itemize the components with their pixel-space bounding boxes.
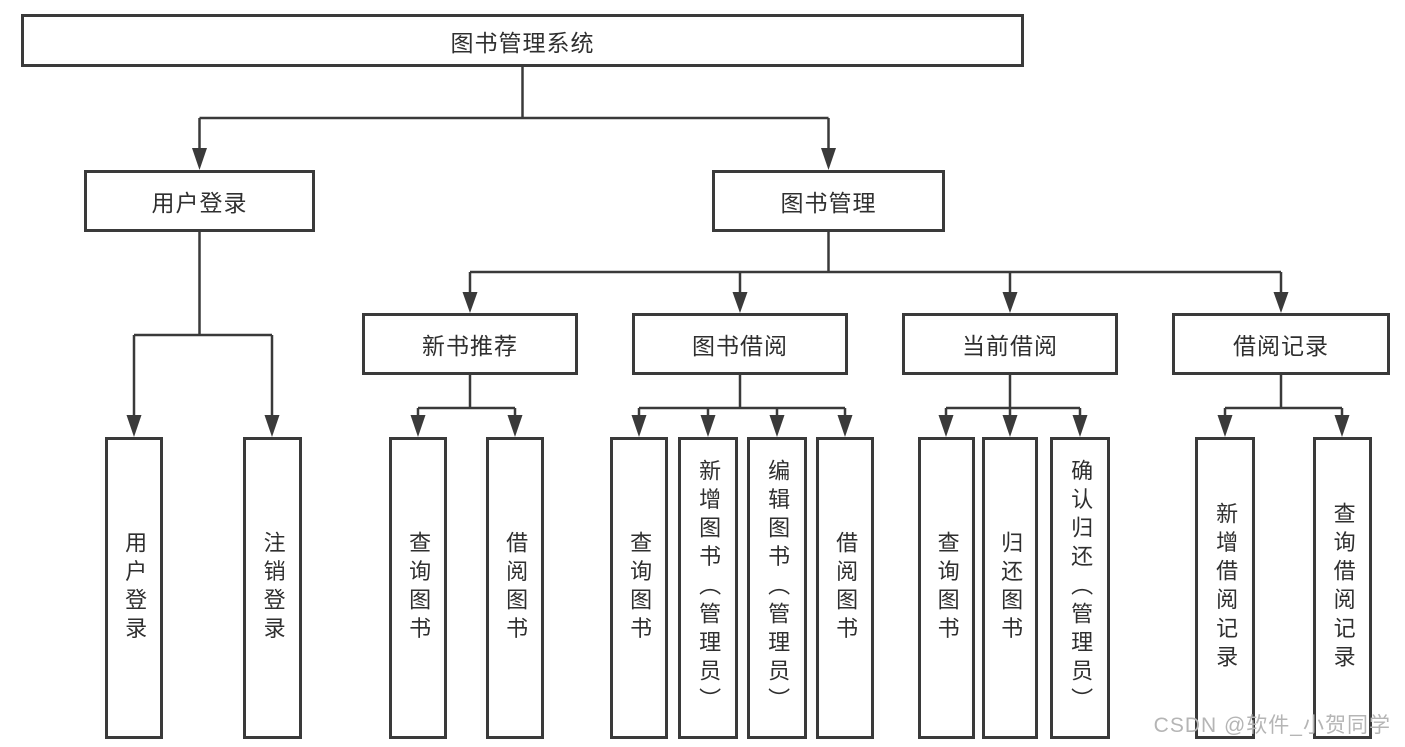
leaf-query-books-2: 查询图书 [610, 437, 668, 739]
node-library-management-system: 图书管理系统 [21, 14, 1024, 67]
node-borrow-records: 借阅记录 [1172, 313, 1390, 375]
node-book-borrow: 图书借阅 [632, 313, 848, 375]
node-label: 当前借阅 [962, 333, 1058, 359]
node-label: 图书管理 [780, 190, 877, 216]
leaf-query-books-1: 查询图书 [389, 437, 447, 739]
node-label: 编辑图书（管理员） [765, 459, 791, 717]
leaf-query-borrow-record: 查询借阅记录 [1313, 437, 1372, 739]
leaf-query-books-3: 查询图书 [918, 437, 975, 739]
leaf-edit-book-admin: 编辑图书（管理员） [747, 437, 807, 739]
leaf-add-book-admin: 新增图书（管理员） [678, 437, 738, 739]
node-book-management: 图书管理 [712, 170, 945, 232]
node-label: 查询借阅记录 [1330, 502, 1356, 674]
node-label: 确认归还（管理员） [1068, 459, 1094, 717]
node-label: 借阅记录 [1233, 333, 1329, 359]
node-label: 新增图书（管理员） [696, 459, 722, 717]
node-new-book-recommend: 新书推荐 [362, 313, 578, 375]
node-label: 用户登录 [122, 530, 148, 646]
node-label: 查询图书 [627, 530, 653, 646]
csdn-watermark: CSDN @软件_小贺同学 [1153, 714, 1391, 737]
node-label: 新书推荐 [422, 333, 518, 359]
node-label: 查询图书 [934, 530, 960, 646]
leaf-confirm-return-admin: 确认归还（管理员） [1050, 437, 1110, 739]
node-label: 用户登录 [151, 190, 248, 216]
node-label: 注销登录 [260, 530, 286, 646]
leaf-logout: 注销登录 [243, 437, 302, 739]
leaf-user-login: 用户登录 [105, 437, 163, 739]
node-label: 借阅图书 [833, 530, 859, 646]
leaf-return-book: 归还图书 [982, 437, 1038, 739]
node-label: 图书管理系统 [450, 29, 595, 56]
node-label: 图书借阅 [692, 333, 788, 359]
node-label: 查询图书 [406, 530, 432, 646]
node-current-borrow: 当前借阅 [902, 313, 1118, 375]
leaf-borrow-books-1: 借阅图书 [486, 437, 544, 739]
node-label: 新增借阅记录 [1213, 502, 1239, 674]
node-label: 归还图书 [998, 530, 1024, 646]
leaf-add-borrow-record: 新增借阅记录 [1195, 437, 1255, 739]
leaf-borrow-books-2: 借阅图书 [816, 437, 874, 739]
node-label: 借阅图书 [503, 530, 529, 646]
node-user-login: 用户登录 [84, 170, 315, 232]
arrowheads [126, 148, 1350, 437]
